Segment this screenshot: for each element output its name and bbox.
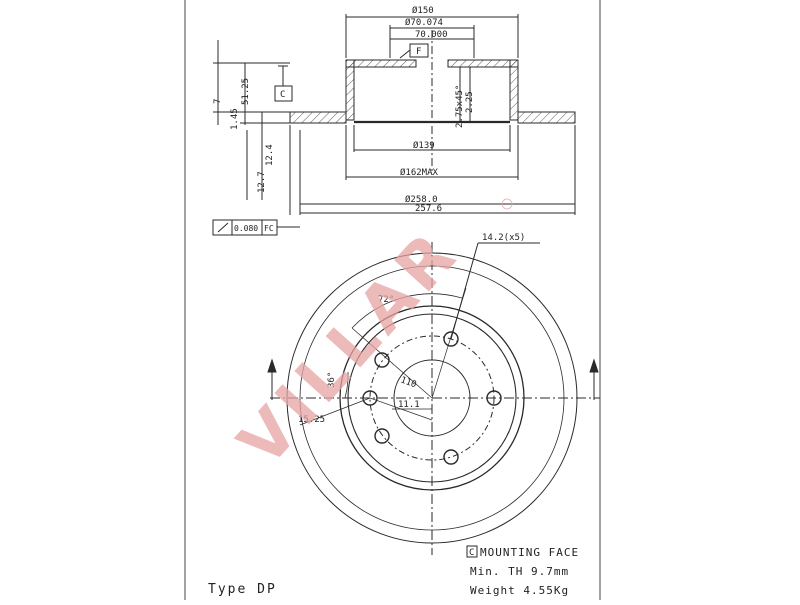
section-arrow-right — [589, 358, 599, 373]
dim-height-124: 12.4 — [265, 144, 275, 166]
dim-height-127: 12.7 — [257, 171, 267, 193]
hub-wall-right — [509, 59, 519, 121]
offset-label: 15.25 — [298, 415, 325, 425]
section-view — [212, 14, 576, 236]
runout-ref: FC — [264, 224, 274, 233]
ref-f-label: F — [416, 47, 421, 57]
pcd-label: 110 — [399, 375, 418, 390]
friction-ring-left — [289, 111, 347, 124]
mounting-face-note: MOUNTING FACE — [480, 546, 579, 559]
hole-diameter-label: 14.2(x5) — [482, 233, 525, 243]
dim-139: Ø139 — [413, 140, 435, 151]
face-view — [267, 242, 600, 555]
bolt-hole — [374, 428, 390, 444]
angle-72-label: 72° — [378, 295, 394, 305]
dim-chamfer: 2.75x45° — [455, 85, 465, 128]
dim-height-5125: 51.25 — [241, 78, 251, 105]
bolt-hole — [443, 331, 459, 347]
bolt-hole — [443, 449, 459, 465]
svg-text:VILLAR: VILLAR — [225, 216, 474, 481]
angle-36-label: 36° — [327, 372, 337, 388]
dim-height-7: 7 — [213, 99, 223, 104]
friction-ring-right — [517, 111, 576, 124]
dim-height-145: 1.45 — [230, 108, 240, 130]
hub-wall-left — [345, 59, 355, 121]
runout-value: 0.080 — [234, 224, 258, 233]
dim-258: Ø258.0 — [405, 194, 438, 205]
dim-bore-max: Ø70.074 — [405, 17, 443, 28]
dim-outer-hub: Ø150 — [412, 5, 434, 16]
dim-162max: Ø162MAX — [400, 167, 439, 178]
type-label: Type DP — [208, 582, 277, 597]
ref-c-label: C — [280, 90, 285, 100]
watermark-logo: VILLAR — [225, 198, 513, 481]
section-arrow-left — [267, 358, 277, 373]
dim-height-225: 2.25 — [465, 91, 475, 113]
weight-note: Weight 4.55Kg — [470, 584, 569, 597]
dim-2576: 257.6 — [415, 204, 442, 214]
hub-top-left — [345, 59, 417, 68]
mounting-ref: C — [469, 548, 475, 558]
hub-top-right — [447, 59, 519, 68]
mounting-ref-box — [466, 545, 478, 558]
dim-bore-min: 70.000 — [415, 30, 448, 40]
hole-11-label: 11.1 — [398, 400, 420, 410]
min-thickness-note: Min. TH 9.7mm — [470, 565, 569, 578]
